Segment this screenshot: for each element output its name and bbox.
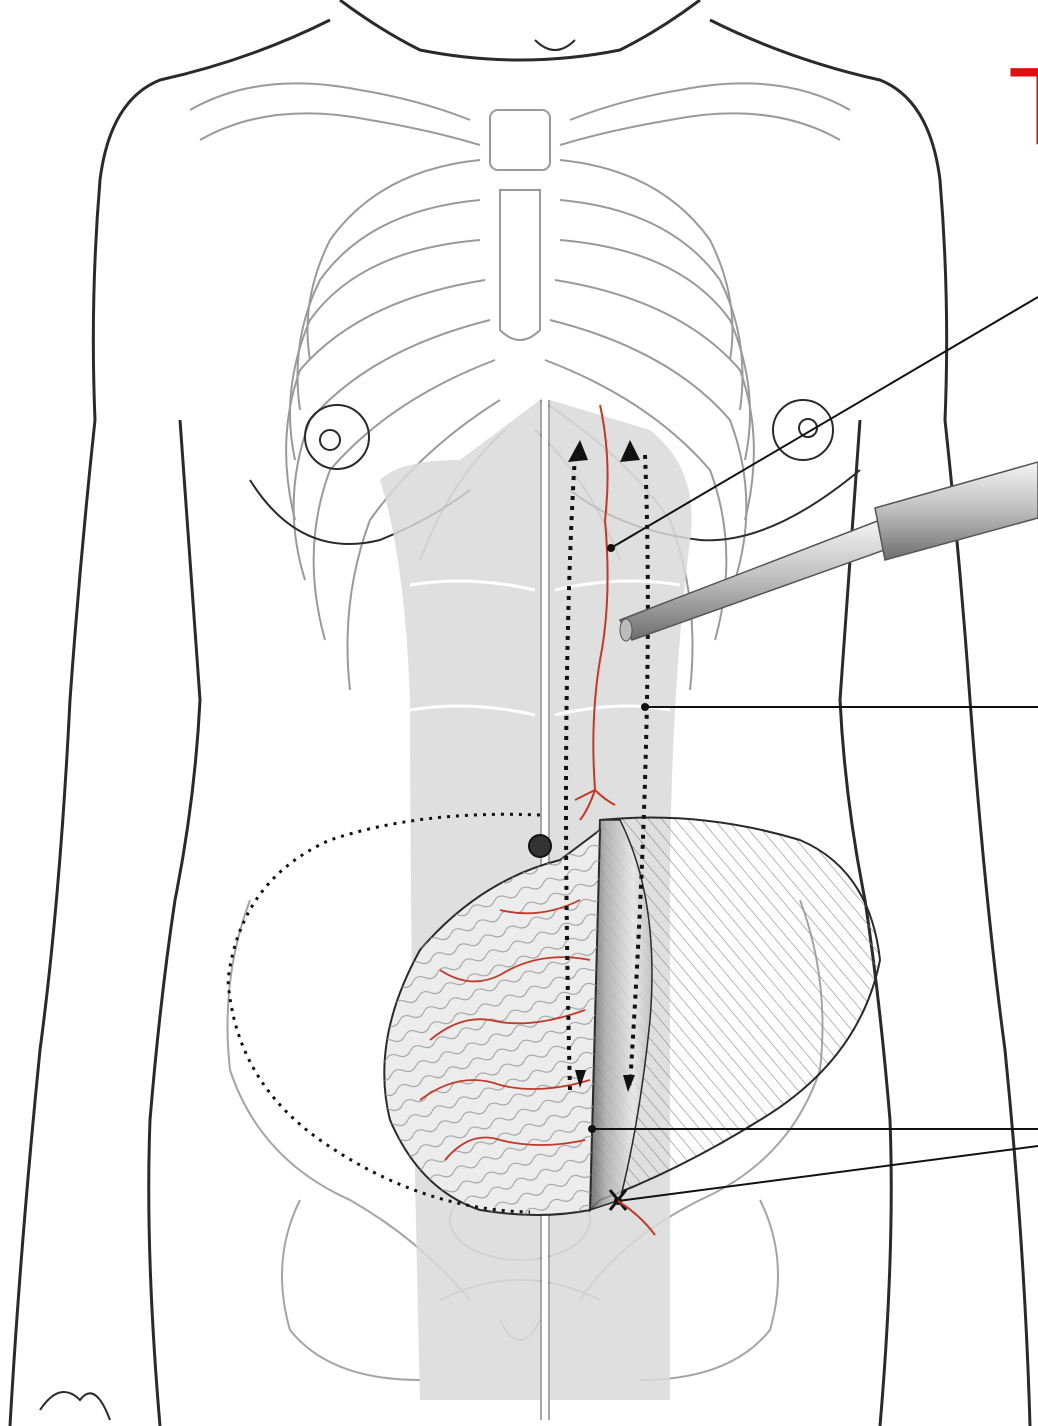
hand-outline-icon <box>40 1392 110 1420</box>
umbilicus-marker <box>529 835 551 857</box>
title-fragment: T <box>1008 52 1038 162</box>
